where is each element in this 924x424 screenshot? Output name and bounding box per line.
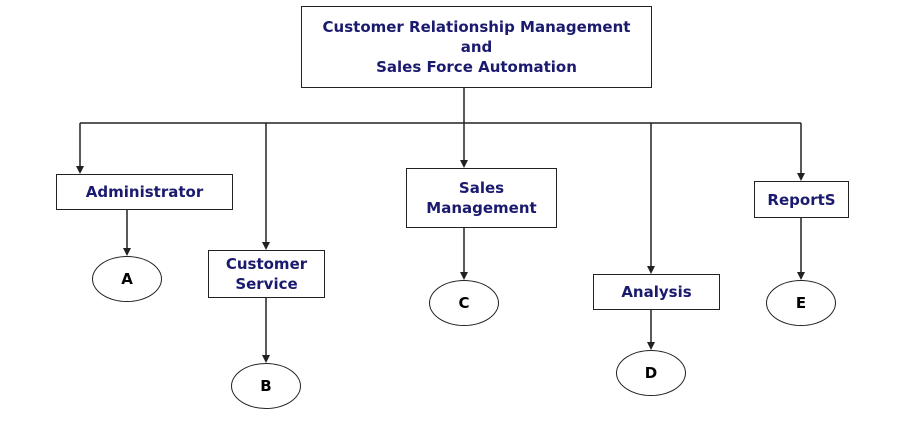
node-customer-service-label-2: Service [235, 275, 298, 293]
ellipse-b-label: B [260, 377, 272, 395]
node-reports: ReportS [754, 181, 849, 218]
arrowhead-reports [797, 173, 805, 181]
node-administrator-label: Administrator [85, 183, 204, 201]
arrowhead-analysis [647, 266, 655, 274]
node-sales-management-label-2: Management [426, 199, 537, 217]
ellipse-b: B [231, 363, 301, 409]
arrowhead-administrator [76, 166, 84, 174]
arrowhead-customer-service [262, 242, 270, 250]
root-title-line-3: Sales Force Automation [376, 58, 577, 76]
arrowhead-c [460, 272, 468, 280]
arrowhead-sales-management [460, 160, 468, 168]
ellipse-e: E [766, 280, 836, 326]
node-analysis: Analysis [593, 274, 720, 310]
ellipse-c: C [429, 280, 499, 326]
node-reports-label: ReportS [767, 190, 836, 209]
root-title-line-1: Customer Relationship Management [322, 18, 631, 36]
root-node: Customer Relationship Management and Sal… [301, 6, 652, 88]
arrowhead-d [647, 342, 655, 350]
node-customer-service: Customer Service [208, 250, 325, 298]
arrowhead-a [123, 248, 131, 256]
ellipse-e-label: E [795, 294, 807, 312]
arrowhead-b [262, 355, 270, 363]
ellipse-a-label: A [121, 270, 133, 288]
node-customer-service-label-1: Customer [225, 255, 308, 273]
ellipse-d-label: D [644, 364, 658, 382]
node-sales-management: Sales Management [406, 168, 557, 228]
ellipse-c-label: C [458, 294, 470, 312]
root-title-line-2: and [460, 38, 493, 56]
ellipse-a: A [92, 256, 162, 302]
node-administrator: Administrator [56, 174, 233, 210]
arrowhead-e [797, 272, 805, 280]
node-analysis-label: Analysis [621, 283, 692, 301]
ellipse-d: D [616, 350, 686, 396]
node-sales-management-label-1: Sales [458, 179, 505, 197]
